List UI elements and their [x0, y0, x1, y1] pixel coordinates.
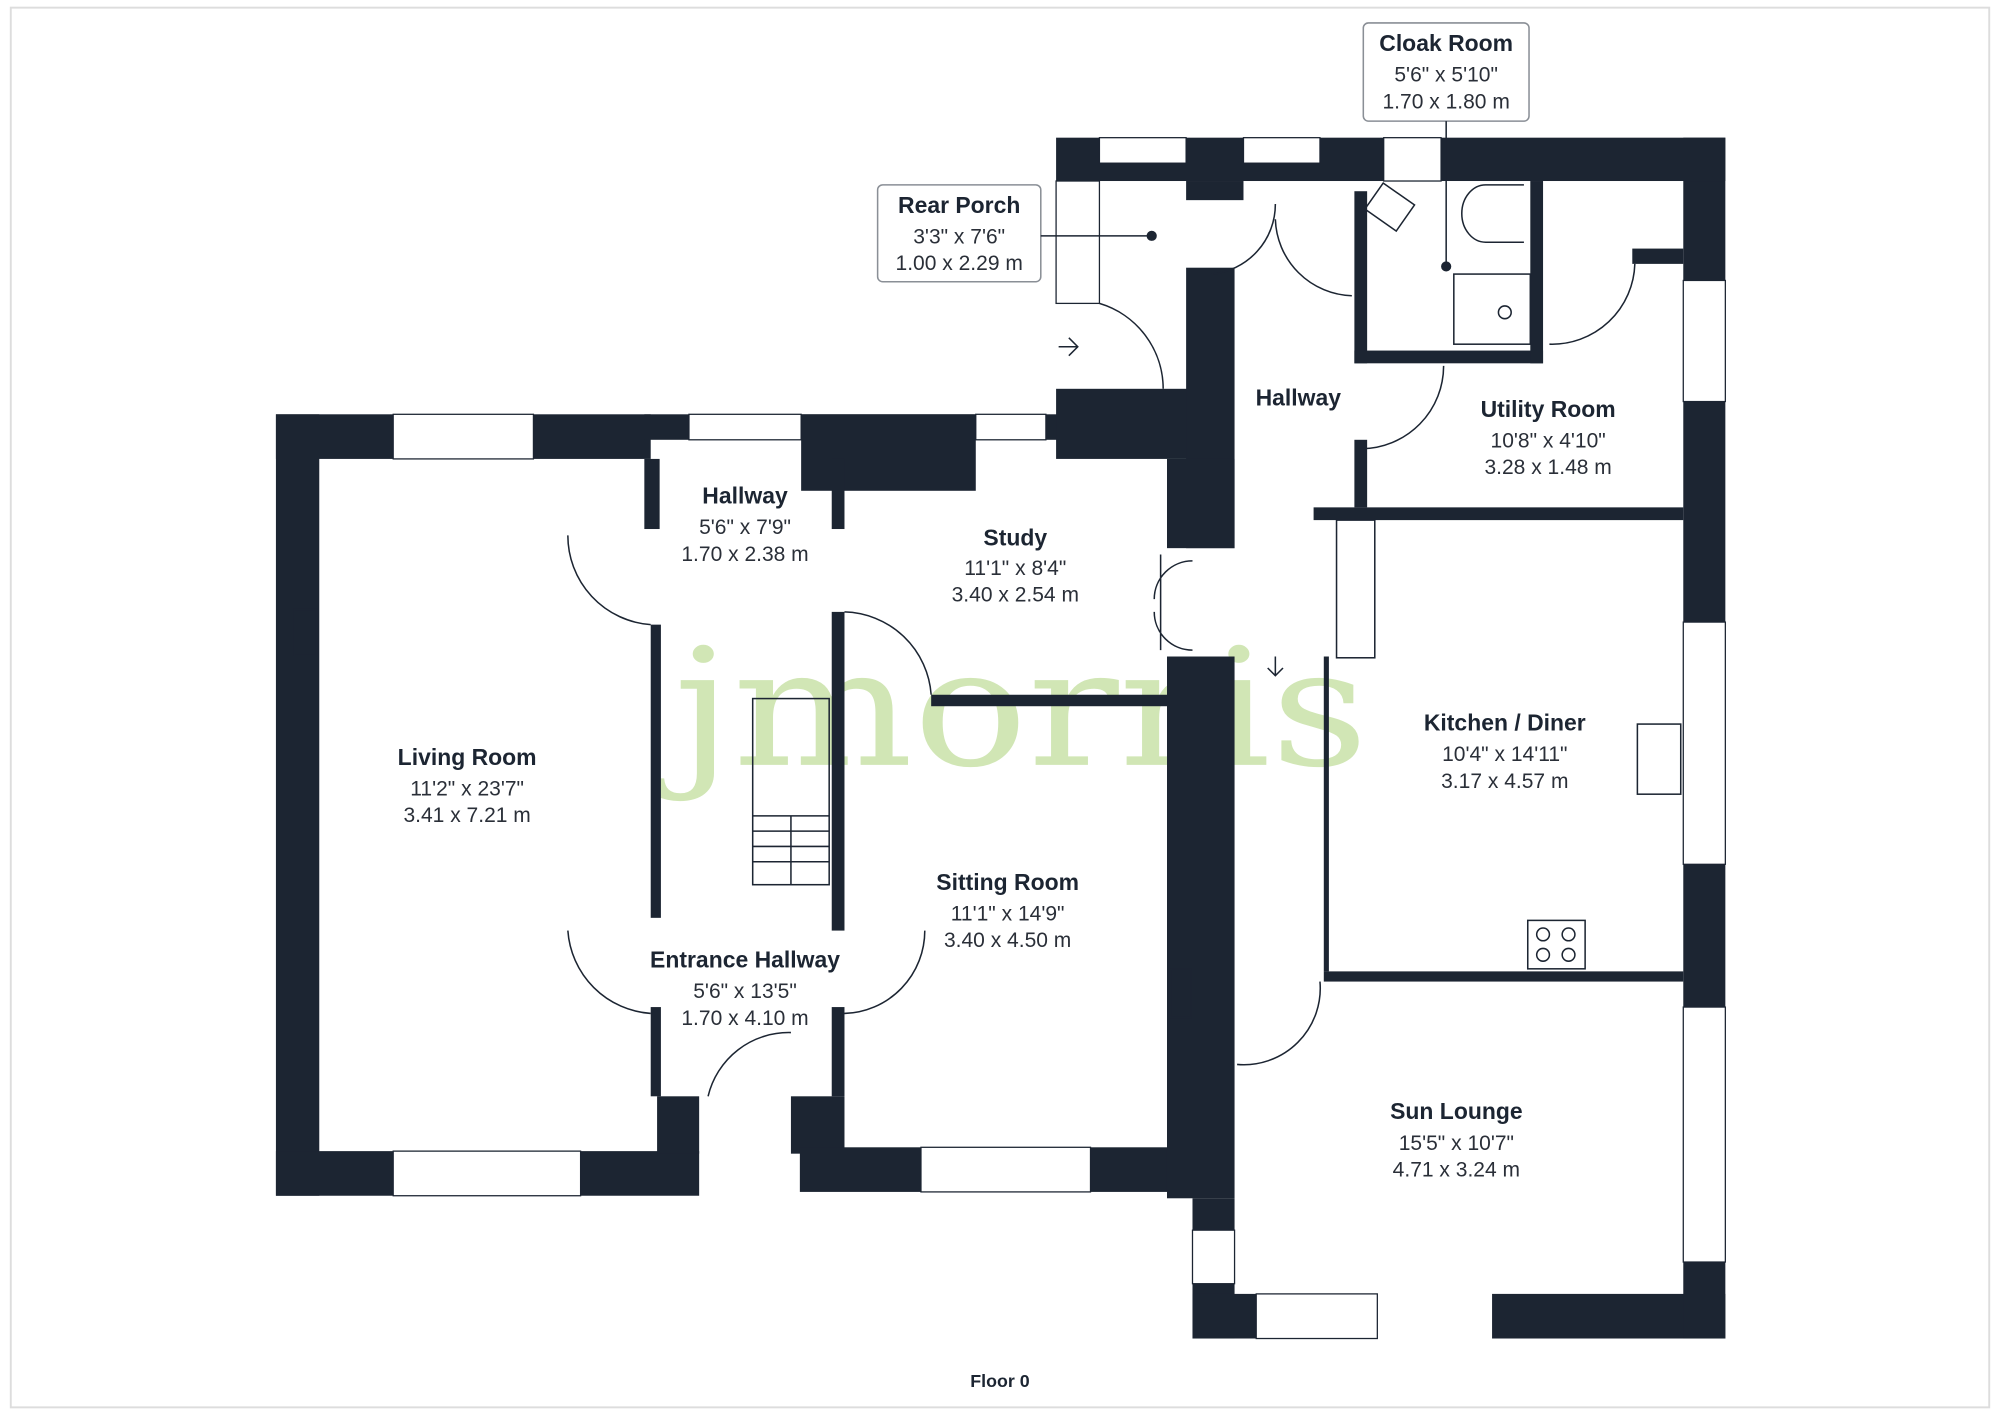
room-label-hallway-rear: Hallway	[1256, 384, 1342, 410]
room-label-hallway: Hallway 5'6" x 7'9" 1.70 x 2.38 m	[681, 483, 808, 566]
room-label-utility-room: Utility Room 10'8" x 4'10" 3.28 x 1.48 m	[1481, 396, 1616, 479]
svg-text:15'5" x 10'7": 15'5" x 10'7"	[1399, 1132, 1514, 1155]
room-label-study: Study 11'1" x 8'4" 3.40 x 2.54 m	[952, 525, 1079, 607]
svg-text:5'6" x 13'5": 5'6" x 13'5"	[693, 980, 797, 1003]
svg-text:Cloak Room: Cloak Room	[1379, 30, 1513, 56]
room-label-living-room: Living Room 11'2" x 23'7" 3.41 x 7.21 m	[398, 744, 537, 827]
svg-text:Entrance Hallway: Entrance Hallway	[650, 947, 840, 973]
room-label-sun-lounge: Sun Lounge 15'5" x 10'7" 4.71 x 3.24 m	[1390, 1098, 1523, 1181]
svg-text:3.40 x 4.50 m: 3.40 x 4.50 m	[944, 929, 1071, 952]
svg-text:Hallway: Hallway	[702, 483, 788, 509]
svg-text:Kitchen / Diner: Kitchen / Diner	[1424, 709, 1586, 735]
room-label-sitting-room: Sitting Room 11'1" x 14'9" 3.40 x 4.50 m	[936, 869, 1079, 952]
svg-text:10'8" x 4'10": 10'8" x 4'10"	[1491, 429, 1606, 452]
svg-text:Sun Lounge: Sun Lounge	[1390, 1098, 1523, 1124]
svg-text:1.70 x 4.10 m: 1.70 x 4.10 m	[681, 1007, 808, 1030]
room-label-cloak-room: Cloak Room 5'6" x 5'10" 1.70 x 1.80 m	[1362, 22, 1530, 272]
svg-text:3.41 x 7.21 m: 3.41 x 7.21 m	[403, 804, 530, 827]
floor-label: Floor 0	[970, 1371, 1030, 1391]
svg-text:5'6" x 7'9": 5'6" x 7'9"	[699, 516, 791, 539]
fixtures	[293, 181, 1682, 1097]
svg-text:Utility Room: Utility Room	[1481, 396, 1616, 422]
svg-text:Hallway: Hallway	[1256, 384, 1342, 410]
svg-text:3.17 x 4.57 m: 3.17 x 4.57 m	[1441, 770, 1568, 793]
watermark: jmorris	[655, 615, 1368, 804]
svg-text:1.70 x 1.80 m: 1.70 x 1.80 m	[1382, 90, 1509, 113]
room-label-rear-porch: Rear Porch 3'3" x 7'6" 1.00 x 2.29 m	[876, 184, 1157, 283]
svg-text:4.71 x 3.24 m: 4.71 x 3.24 m	[1393, 1159, 1520, 1182]
svg-text:Study: Study	[983, 525, 1047, 551]
svg-text:11'2" x 23'7": 11'2" x 23'7"	[410, 777, 524, 800]
svg-text:Living Room: Living Room	[398, 744, 537, 770]
svg-text:3.40 x 2.54 m: 3.40 x 2.54 m	[952, 584, 1079, 607]
svg-text:10'4" x 14'11": 10'4" x 14'11"	[1442, 743, 1567, 766]
svg-text:11'1" x 14'9": 11'1" x 14'9"	[951, 902, 1065, 925]
svg-text:3.28 x 1.48 m: 3.28 x 1.48 m	[1484, 456, 1611, 479]
svg-text:5'6" x 5'10": 5'6" x 5'10"	[1394, 64, 1498, 87]
room-label-entrance-hallway: Entrance Hallway 5'6" x 13'5" 1.70 x 4.1…	[650, 947, 840, 1030]
svg-text:1.70 x 2.38 m: 1.70 x 2.38 m	[681, 543, 808, 566]
svg-text:1.00 x 2.29 m: 1.00 x 2.29 m	[896, 252, 1023, 275]
svg-text:3'3" x 7'6": 3'3" x 7'6"	[913, 225, 1005, 248]
svg-text:11'1" x 8'4": 11'1" x 8'4"	[964, 557, 1066, 580]
walls	[275, 137, 1726, 1340]
svg-text:Sitting Room: Sitting Room	[936, 869, 1079, 895]
svg-text:Rear Porch: Rear Porch	[898, 192, 1020, 218]
room-label-kitchen-diner: Kitchen / Diner 10'4" x 14'11" 3.17 x 4.…	[1424, 709, 1586, 792]
